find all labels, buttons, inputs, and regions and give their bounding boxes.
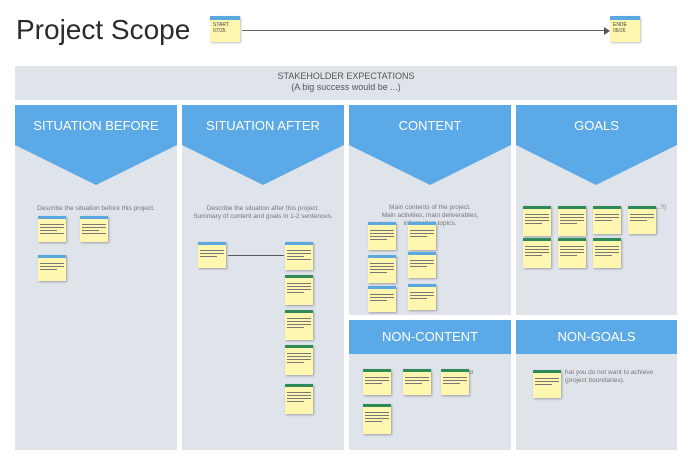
timeline-end-date: 06/26 (613, 28, 626, 34)
sticky-note[interactable] (408, 222, 436, 250)
situation-after-header: SITUATION AFTER (182, 105, 344, 145)
goals-header: GOALS (516, 105, 677, 145)
banner-subtitle: (A big success would be ...) (291, 82, 401, 92)
non-goals-description-1: hat you do not want to achieve (565, 369, 654, 376)
non-content-header: NON-CONTENT (349, 320, 511, 354)
sticky-note[interactable] (285, 275, 313, 305)
situation-after-chevron (182, 145, 344, 185)
page-title: Project Scope (16, 14, 191, 45)
sticky-note[interactable] (533, 370, 561, 398)
timeline-start-date: 07/25 (213, 28, 226, 34)
sticky-note[interactable] (363, 404, 391, 434)
content-header: CONTENT (349, 105, 511, 145)
sticky-note[interactable] (408, 284, 436, 310)
sticky-note[interactable] (38, 216, 66, 242)
situation-before-chevron (15, 145, 177, 185)
sticky-note[interactable] (368, 286, 396, 312)
sticky-note[interactable] (523, 206, 551, 236)
sticky-note[interactable] (558, 206, 586, 236)
content-chevron (349, 145, 511, 185)
sticky-note[interactable] (593, 238, 621, 268)
sticky-note[interactable] (285, 310, 313, 340)
connector-line (228, 255, 284, 256)
sticky-note[interactable] (368, 255, 396, 283)
timeline-end-label: ENDE (613, 22, 627, 28)
sticky-note[interactable] (38, 255, 66, 281)
goals-description-fragment: ...?) (655, 204, 667, 211)
sticky-note[interactable] (80, 216, 108, 242)
stakeholder-expectations-banner: STAKEHOLDER EXPECTATIONS (A big success … (15, 66, 677, 100)
sticky-note[interactable] (198, 242, 226, 268)
non-goals-description-2: (project boundaries). (565, 377, 625, 384)
content-description-1: Main contents of the project. (389, 204, 471, 211)
sticky-note[interactable] (363, 369, 391, 395)
sticky-note[interactable] (285, 384, 313, 414)
situation-after-description-2: Summary of content and goals in 1-2 sent… (193, 213, 333, 220)
sticky-note[interactable] (403, 369, 431, 395)
sticky-note[interactable] (408, 252, 436, 278)
sticky-note[interactable] (285, 345, 313, 375)
sticky-note[interactable] (441, 369, 469, 395)
situation-after-description-1: Describe the situation after this projec… (206, 205, 320, 212)
situation-before-header: SITUATION BEFORE (15, 105, 177, 145)
timeline-start-sticky[interactable]: START 07/25 (210, 16, 240, 42)
goals-chevron (516, 145, 677, 185)
sticky-note[interactable] (368, 222, 396, 250)
sticky-note[interactable] (523, 238, 551, 268)
sticky-note[interactable] (558, 238, 586, 268)
timeline-arrow-icon (604, 27, 610, 35)
timeline-line (242, 30, 608, 31)
non-content-description-fragment: do (466, 369, 474, 376)
banner-title: STAKEHOLDER EXPECTATIONS (277, 71, 415, 81)
non-goals-header: NON-GOALS (516, 320, 677, 354)
content-description-2: Main activities, main deliverables, (381, 212, 479, 219)
sticky-note[interactable] (628, 206, 656, 234)
timeline-start-label: START (213, 22, 229, 28)
sticky-note[interactable] (593, 206, 621, 234)
sticky-note[interactable] (285, 242, 313, 270)
situation-before-description: Describe the situation before this proje… (37, 205, 155, 212)
timeline-end-sticky[interactable]: ENDE 06/26 (610, 16, 640, 42)
